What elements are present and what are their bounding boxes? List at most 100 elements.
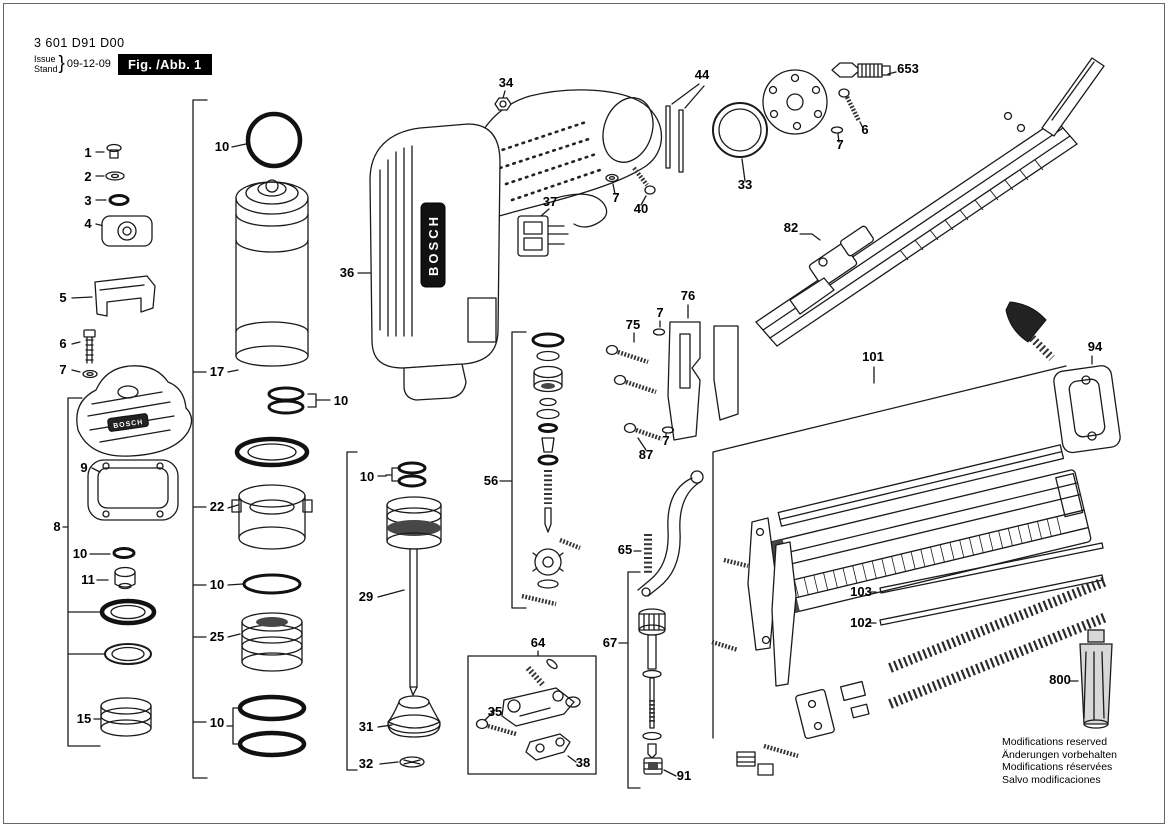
part-callout-75: 75 xyxy=(626,317,640,332)
part-callout-15: 15 xyxy=(77,711,91,726)
part-callout-87: 87 xyxy=(639,447,653,462)
part-91-bumper xyxy=(643,757,677,777)
figure-label: Fig. /Abb. 1 xyxy=(117,53,212,75)
part-callout-44: 44 xyxy=(695,67,710,82)
part-37-switch xyxy=(517,208,569,257)
brace-glyph: } xyxy=(58,53,65,74)
part-101-magazine xyxy=(711,365,1092,739)
part-6-screw-top xyxy=(838,88,864,129)
issue-date: 09-12-09 xyxy=(66,58,111,70)
part-callout-2: 2 xyxy=(84,169,91,184)
modifications-line-fr: Modifications réservées xyxy=(1002,761,1113,773)
part-callout-65: 65 xyxy=(618,542,632,557)
part-33-cover-plate xyxy=(712,69,828,182)
part-38-bracket xyxy=(525,733,577,763)
magazine-small-parts xyxy=(736,680,870,776)
part-1-screw xyxy=(95,143,122,159)
part-callout-25: 25 xyxy=(210,629,224,644)
title-block: 3 601 D91 D00 Issue Stand } 09-12-09 Fig… xyxy=(34,36,212,75)
part-65-spring xyxy=(633,534,652,574)
bracket-8 xyxy=(62,397,105,747)
part-callout-31: 31 xyxy=(359,719,373,734)
part-callout-64: 64 xyxy=(531,635,546,650)
seal-ring-cylinder xyxy=(234,436,310,468)
part-callout-7: 7 xyxy=(836,137,843,152)
part-10-o-ring-pair-lower xyxy=(226,694,307,758)
issue-stand-labels: Issue Stand xyxy=(34,54,58,74)
part-callout-9: 9 xyxy=(80,460,87,475)
modifications-note: Modifications reserved Änderungen vorbeh… xyxy=(1002,736,1117,786)
part-callout-10: 10 xyxy=(73,546,87,561)
ring-plain xyxy=(104,643,152,665)
part-64-trigger-assembly xyxy=(467,650,597,775)
part-10-o-ring-mid xyxy=(227,573,302,595)
part-7-washer xyxy=(71,369,98,379)
part-11-bumper xyxy=(96,566,136,590)
part-7-washer-87 xyxy=(661,426,675,438)
seal-ring-large xyxy=(99,598,157,626)
part-40-screw xyxy=(632,166,656,206)
modifications-line-en: Modifications reserved xyxy=(1002,736,1108,748)
part-callout-10: 10 xyxy=(334,393,348,408)
part-callout-1: 1 xyxy=(84,145,91,160)
part-callout-94: 94 xyxy=(1088,339,1103,354)
part-2-washer xyxy=(95,171,125,181)
document-number: 3 601 D91 D00 xyxy=(34,36,125,50)
part-callout-7: 7 xyxy=(59,362,66,377)
part-callout-103: 103 xyxy=(850,584,872,599)
part-7-washer-top xyxy=(605,173,619,195)
part-7-washer-nose xyxy=(652,320,666,336)
part-callout-91: 91 xyxy=(677,768,691,783)
bosch-logo-small: BOSCH xyxy=(113,419,144,430)
magazine-springs xyxy=(888,576,1108,709)
part-10-top-o-ring xyxy=(231,111,303,169)
part-callout-101: 101 xyxy=(862,349,884,364)
part-callout-653: 653 xyxy=(897,61,919,76)
contact-trip-lever xyxy=(637,470,704,597)
part-callout-11: 11 xyxy=(81,572,95,587)
part-35-screw xyxy=(475,709,517,737)
part-10-o-ring-small xyxy=(89,547,136,559)
part-callout-6: 6 xyxy=(861,122,868,137)
part-callout-35: 35 xyxy=(488,704,502,719)
part-callout-10: 10 xyxy=(360,469,374,484)
part-callout-7: 7 xyxy=(656,305,663,320)
part-callout-29: 29 xyxy=(359,589,373,604)
part-56-valve-set xyxy=(499,331,581,609)
part-callout-34: 34 xyxy=(499,75,514,90)
part-76-nose-plate xyxy=(667,304,739,441)
stand-label: Stand xyxy=(34,64,58,74)
part-7-washer-fitting xyxy=(830,126,844,143)
part-callout-4: 4 xyxy=(84,216,92,231)
part-17-cylinder xyxy=(227,179,309,373)
part-callout-56: 56 xyxy=(484,473,498,488)
part-callout-7: 7 xyxy=(612,190,619,205)
part-103-strip xyxy=(867,542,1104,594)
part-31-bellows xyxy=(377,695,441,738)
part-callout-5: 5 xyxy=(59,290,66,305)
part-10-o-ring-pair-upper xyxy=(267,386,331,415)
part-callout-800: 800 xyxy=(1049,672,1071,687)
issue-label: Issue xyxy=(34,54,56,64)
part-15-piston-ring-set xyxy=(93,697,152,737)
part-callout-17: 17 xyxy=(210,364,224,379)
part-callout-6: 6 xyxy=(59,336,66,351)
part-callout-33: 33 xyxy=(738,177,752,192)
part-callout-102: 102 xyxy=(850,615,872,630)
part-44-pins xyxy=(665,83,705,173)
part-75-screws xyxy=(605,332,657,395)
part-callout-38: 38 xyxy=(576,755,590,770)
part-callout-7: 7 xyxy=(662,433,669,448)
part-6-screw xyxy=(71,329,96,364)
part-34-nut xyxy=(494,90,512,111)
part-4-retainer xyxy=(95,215,153,247)
part-callout-67: 67 xyxy=(603,635,617,650)
part-22-guide-sleeve xyxy=(227,484,313,550)
part-callout-37: 37 xyxy=(543,194,557,209)
part-67-plunger xyxy=(618,571,666,789)
modifications-line-es: Salvo modificaciones xyxy=(1002,773,1101,786)
part-653-air-fitting xyxy=(831,62,897,78)
part-callout-36: 36 xyxy=(340,265,354,280)
modifications-line-de: Änderungen vorbehalten xyxy=(1002,748,1118,761)
part-9-gasket xyxy=(87,459,179,521)
